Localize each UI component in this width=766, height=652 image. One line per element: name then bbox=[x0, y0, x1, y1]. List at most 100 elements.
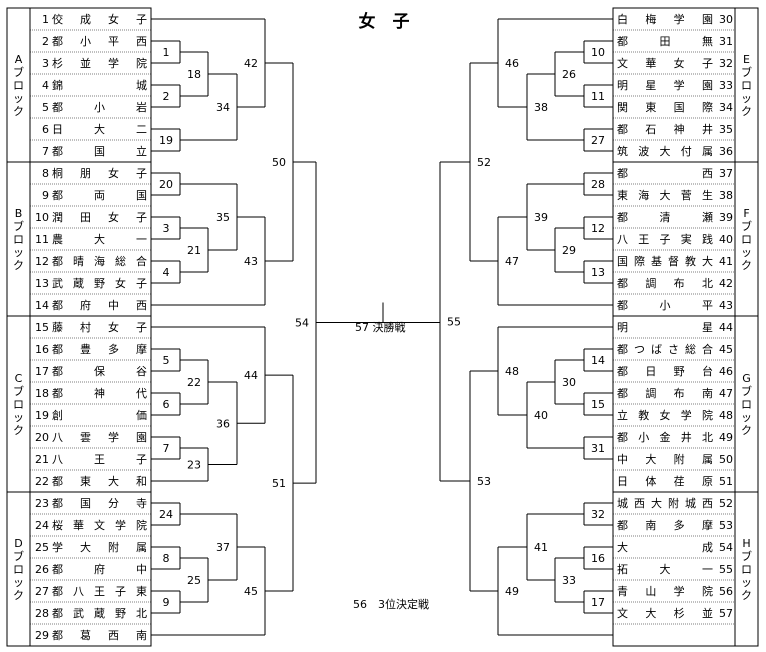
team-name: 八王子実践 bbox=[617, 232, 713, 246]
match-number: 34 bbox=[216, 101, 230, 114]
team-number: 25 bbox=[35, 541, 49, 554]
team-number: 52 bbox=[719, 497, 733, 510]
team-number: 48 bbox=[719, 409, 733, 422]
third-place-label: 56 3位決定戦 bbox=[353, 597, 429, 611]
match-number: 40 bbox=[534, 409, 548, 422]
team-number: 37 bbox=[719, 167, 733, 180]
team-number: 35 bbox=[719, 123, 733, 136]
team-number: 30 bbox=[719, 13, 733, 26]
bracket-lines bbox=[6, 7, 759, 647]
team-number: 32 bbox=[719, 57, 733, 70]
match-number: 21 bbox=[187, 244, 201, 257]
team-number: 13 bbox=[35, 277, 49, 290]
match-number: 44 bbox=[244, 369, 258, 382]
match-number: 41 bbox=[534, 541, 548, 554]
match-number: 6 bbox=[163, 398, 170, 411]
match-number: 51 bbox=[272, 477, 286, 490]
match-number: 15 bbox=[591, 398, 605, 411]
team-number: 44 bbox=[719, 321, 733, 334]
match-number: 9 bbox=[163, 596, 170, 609]
match-number: 7 bbox=[163, 442, 170, 455]
match-number: 27 bbox=[591, 134, 605, 147]
match-number: 29 bbox=[562, 244, 576, 257]
match-number: 17 bbox=[591, 596, 605, 609]
team-number: 23 bbox=[35, 497, 49, 510]
match-number: 1 bbox=[163, 46, 170, 59]
match-number: 22 bbox=[187, 376, 201, 389]
team-name: 都小金井北 bbox=[617, 430, 713, 444]
match-number: 54 bbox=[295, 317, 309, 330]
team-number: 28 bbox=[35, 607, 49, 620]
team-number: 42 bbox=[719, 277, 733, 290]
team-number: 5 bbox=[42, 101, 49, 114]
team-number: 2 bbox=[42, 35, 49, 48]
team-number: 49 bbox=[719, 431, 733, 444]
match-number: 3 bbox=[163, 222, 170, 235]
team-number: 57 bbox=[719, 607, 733, 620]
team-number: 8 bbox=[42, 167, 49, 180]
team-number: 7 bbox=[42, 145, 49, 158]
team-number: 54 bbox=[719, 541, 733, 554]
match-number: 11 bbox=[591, 90, 605, 103]
team-number: 40 bbox=[719, 233, 733, 246]
team-number: 34 bbox=[719, 101, 733, 114]
team-name: 立教女学院 bbox=[617, 408, 713, 422]
match-numbers: 1218193442203421354350562272336442489253… bbox=[159, 46, 605, 609]
match-number: 24 bbox=[159, 508, 173, 521]
match-number: 2 bbox=[163, 90, 170, 103]
team-number: 6 bbox=[42, 123, 49, 136]
team-name: 都晴海総合 bbox=[52, 254, 147, 268]
team-number: 43 bbox=[719, 299, 733, 312]
match-number: 19 bbox=[159, 134, 173, 147]
match-number: 33 bbox=[562, 574, 576, 587]
team-number: 46 bbox=[719, 365, 733, 378]
team-number: 19 bbox=[35, 409, 49, 422]
match-number: 46 bbox=[505, 57, 519, 70]
match-number: 50 bbox=[272, 156, 286, 169]
team-number: 39 bbox=[719, 211, 733, 224]
match-number: 37 bbox=[216, 541, 230, 554]
match-number: 14 bbox=[591, 354, 605, 367]
team-number: 15 bbox=[35, 321, 49, 334]
team-number: 16 bbox=[35, 343, 49, 356]
team-number: 45 bbox=[719, 343, 733, 356]
team-name: 都八王子東 bbox=[52, 585, 147, 598]
team-number: 29 bbox=[35, 629, 49, 642]
match-number: 12 bbox=[591, 222, 605, 235]
team-number: 51 bbox=[719, 475, 733, 488]
final-label: 57 決勝戦 bbox=[355, 320, 406, 334]
match-number: 26 bbox=[562, 68, 576, 81]
team-name: 武蔵野女子 bbox=[52, 276, 147, 290]
match-number: 20 bbox=[159, 178, 173, 191]
match-number: 48 bbox=[505, 365, 519, 378]
match-number: 39 bbox=[534, 211, 548, 224]
match-number: 42 bbox=[244, 57, 258, 70]
team-number: 1 bbox=[42, 13, 49, 26]
match-number: 10 bbox=[591, 46, 605, 59]
match-number: 28 bbox=[591, 178, 605, 191]
match-number: 35 bbox=[216, 211, 230, 224]
match-number: 52 bbox=[477, 156, 491, 169]
team-number: 33 bbox=[719, 79, 733, 92]
match-number: 55 bbox=[447, 316, 461, 329]
match-number: 43 bbox=[244, 255, 258, 268]
team-number: 53 bbox=[719, 519, 733, 532]
team-name: 筑波大付属 bbox=[617, 144, 713, 158]
match-number: 31 bbox=[591, 442, 605, 455]
match-number: 36 bbox=[216, 417, 230, 430]
match-number: 47 bbox=[505, 255, 519, 268]
team-name: 桜華文学院 bbox=[52, 518, 147, 532]
team-number: 38 bbox=[719, 189, 733, 202]
match-number: 38 bbox=[534, 101, 548, 114]
team-number: 17 bbox=[35, 365, 49, 378]
match-number: 18 bbox=[187, 68, 201, 81]
team-boxes bbox=[30, 29, 735, 625]
match-number: 13 bbox=[591, 266, 605, 279]
